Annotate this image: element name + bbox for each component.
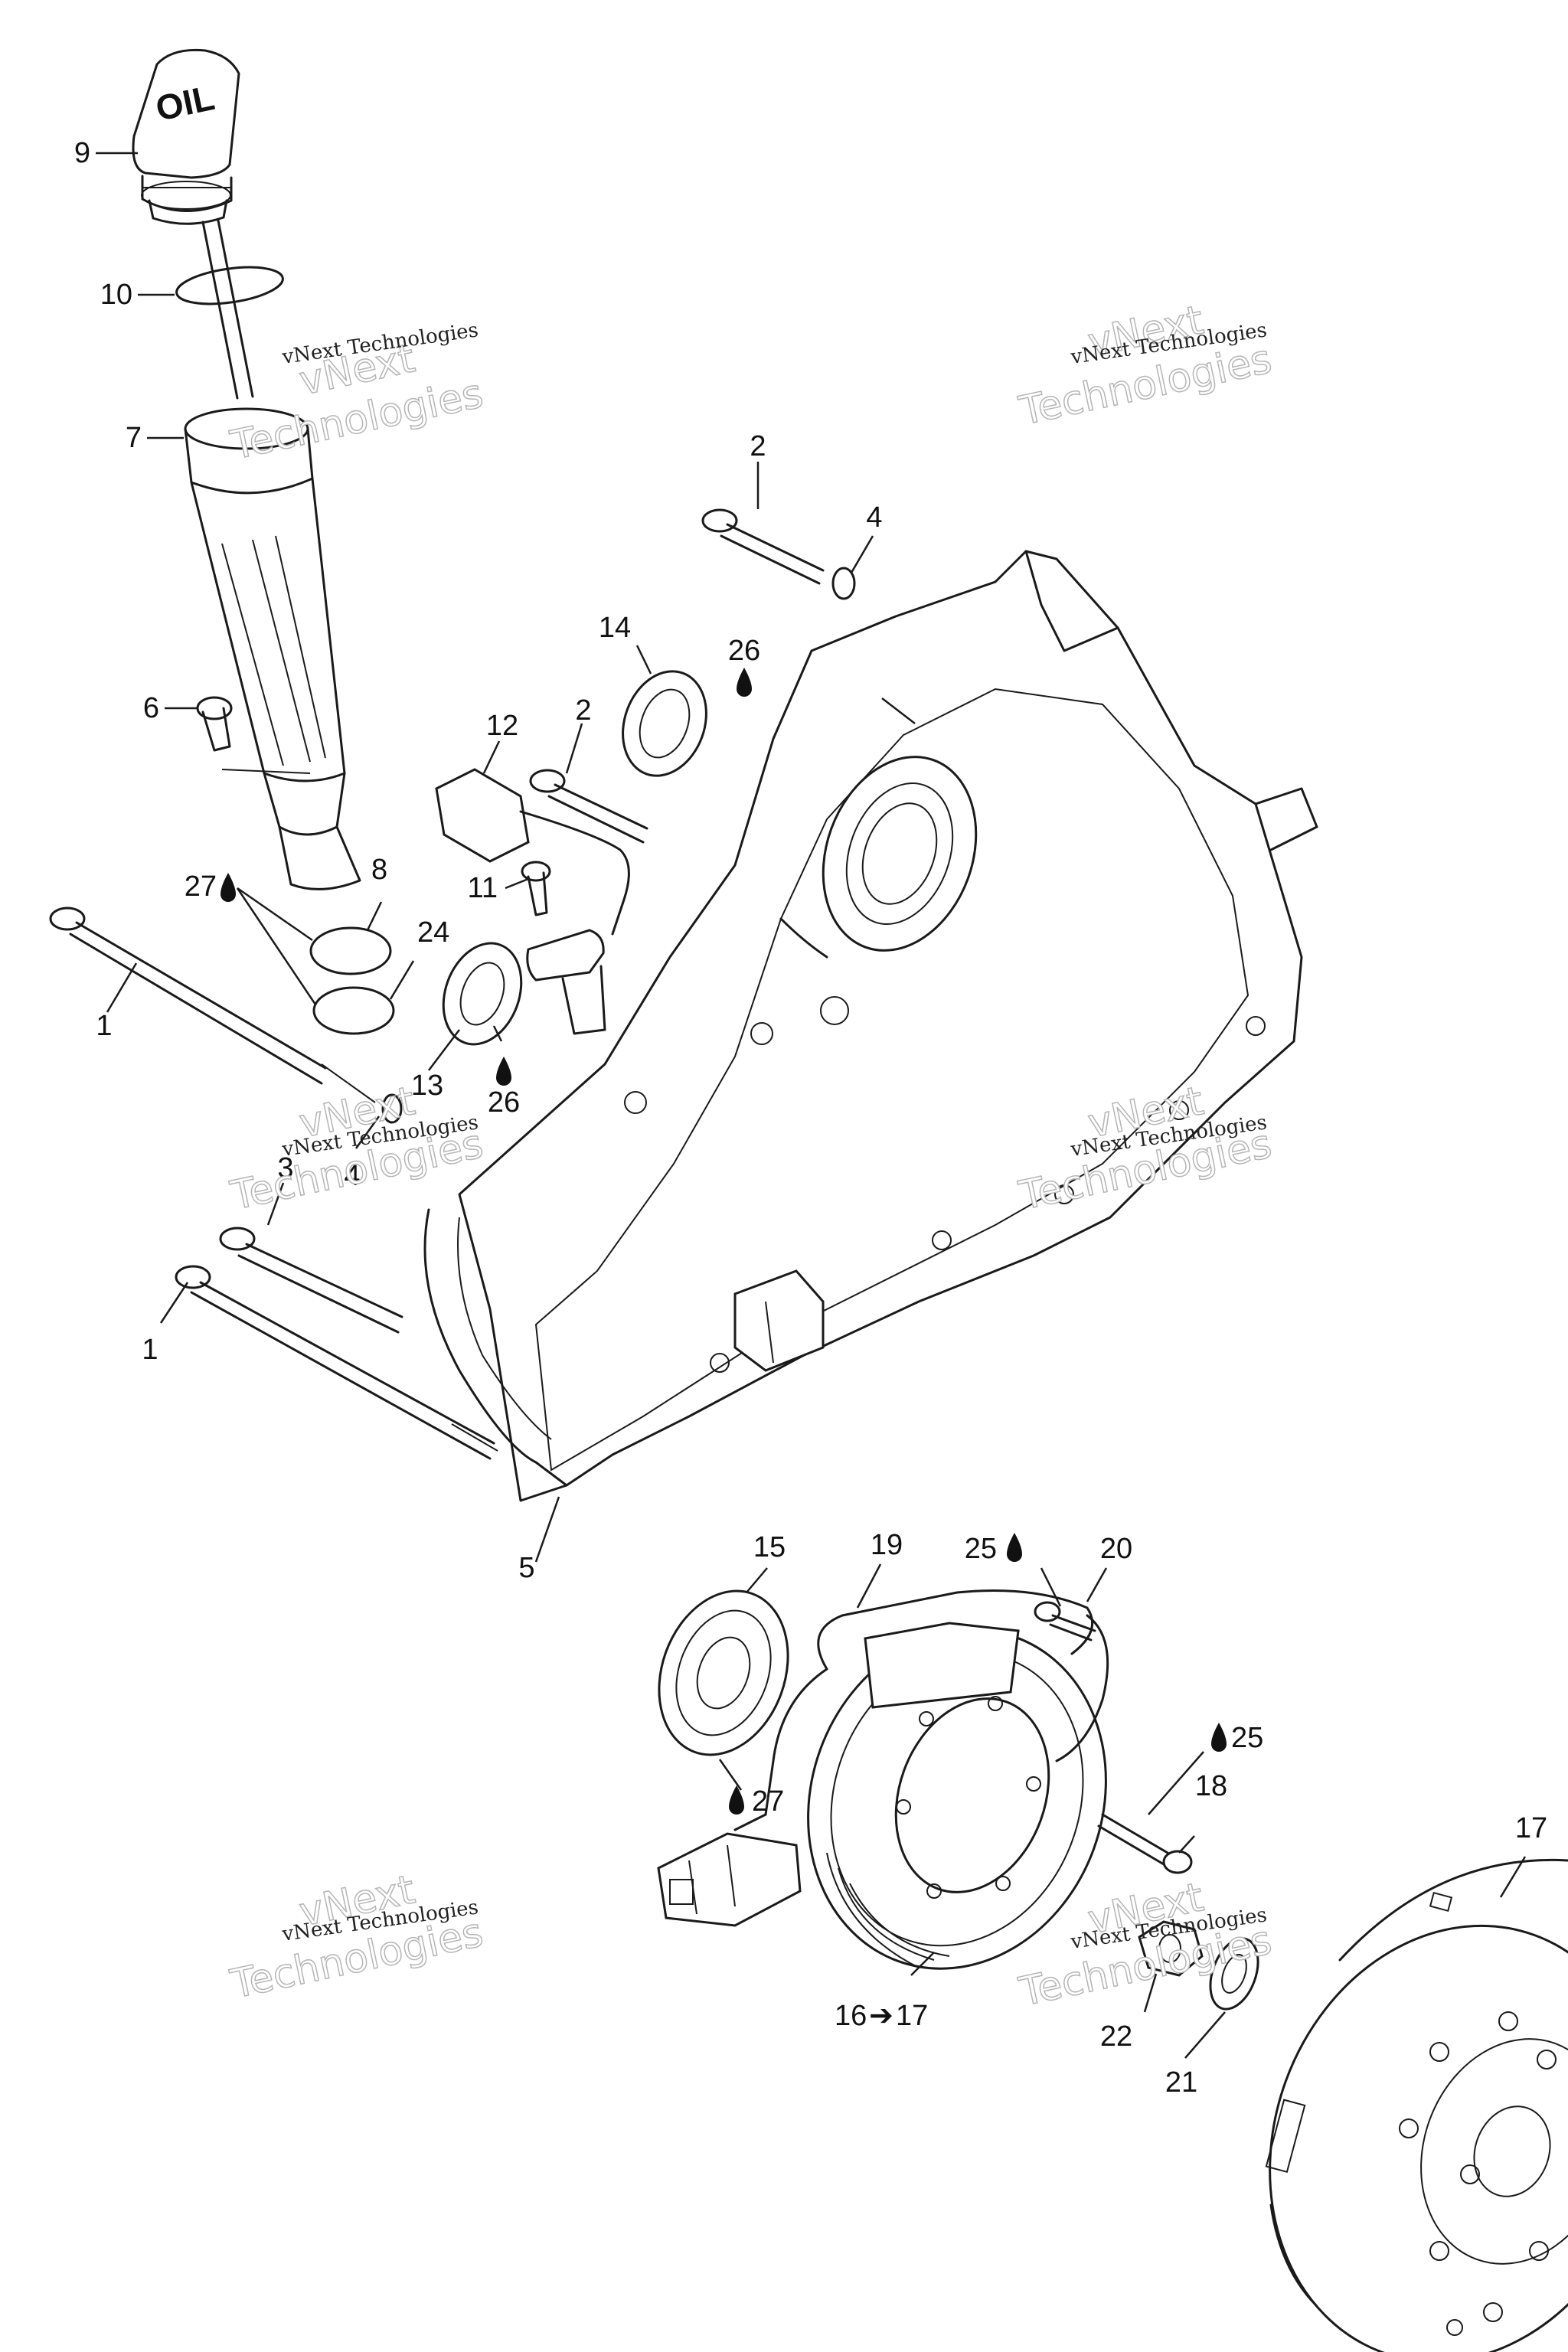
screw-20 — [1034, 1601, 1096, 1642]
right-arrow-icon: ➔ — [869, 2000, 893, 2032]
callout-19: 19 — [871, 1529, 903, 1561]
callout-2a: 2 — [750, 430, 766, 462]
watermark-top-right: vNext Technologies vNext Technologies — [1014, 296, 1276, 435]
callout-9: 9 — [74, 137, 90, 169]
callout-7: 7 — [126, 422, 142, 454]
washer-21 — [1209, 1937, 1259, 2011]
dipstick-rod — [201, 219, 254, 400]
callout-1a: 1 — [96, 1010, 112, 1042]
o-ring-24 — [312, 986, 395, 1035]
callout-27b: 27 — [752, 1785, 784, 1818]
callout-21: 21 — [1165, 2066, 1197, 2099]
oil-drop-icon — [1007, 1533, 1022, 1562]
crankcase-half-5 — [423, 550, 1318, 1502]
nut-22 — [1138, 1920, 1204, 1977]
callout-10: 10 — [100, 279, 132, 311]
ball-bearing-15 — [658, 1589, 789, 1756]
callout-18: 18 — [1195, 1770, 1227, 1802]
oil-seal-14 — [622, 670, 707, 777]
bolt-2-upper — [701, 508, 825, 585]
callout-25a: 25 — [965, 1533, 997, 1565]
oil-drop-icon — [737, 668, 752, 697]
sensor-12 — [435, 768, 630, 936]
callout-13: 13 — [411, 1070, 443, 1102]
sensor-plug — [526, 929, 606, 1035]
callout-4b: 4 — [344, 1160, 360, 1192]
washer-4-lower — [381, 1093, 403, 1124]
stator-16 — [807, 1589, 1107, 1970]
through-bolt-1-upper — [49, 906, 376, 1103]
callout-22: 22 — [1100, 2020, 1132, 2053]
bolt-3 — [219, 1227, 403, 1334]
callout-26a: 26 — [728, 635, 760, 667]
callout-25b: 25 — [1231, 1722, 1263, 1754]
callout-24: 24 — [417, 916, 449, 949]
watermark-mid-left: vNext Technologies vNext Technologies — [226, 1077, 488, 1220]
callout-1b: 1 — [142, 1334, 158, 1366]
callout-12: 12 — [486, 710, 518, 742]
oil-drop-icon — [220, 873, 236, 902]
callout-16-target: 17 — [896, 2000, 928, 2032]
callout-2b: 2 — [575, 694, 591, 727]
callout-6: 6 — [143, 692, 159, 724]
callout-11: 11 — [468, 872, 498, 904]
washer-4-upper — [831, 567, 856, 600]
callout-17: 17 — [1515, 1812, 1547, 1844]
watermark-mid-right: vNext Technologies vNext Technologies — [1014, 1077, 1276, 1220]
bolt-6 — [196, 696, 311, 774]
callout-14: 14 — [599, 612, 631, 644]
callout-3: 3 — [277, 1152, 293, 1184]
callout-4a: 4 — [866, 501, 882, 534]
leader-lines — [96, 152, 1527, 2059]
oil-filler-cap: OIL — [132, 48, 240, 225]
o-ring-10 — [175, 266, 284, 305]
callout-26b: 26 — [488, 1086, 520, 1119]
callout-5: 5 — [518, 1552, 534, 1584]
stator-cable-connector — [657, 1614, 1109, 1927]
callout-20: 20 — [1100, 1533, 1132, 1565]
oil-drop-icon — [729, 1785, 744, 1815]
watermark-top-left: vNext Technologies vNext Technologies — [226, 318, 488, 469]
callout-16: 16 — [835, 2000, 867, 2032]
screw-18 — [1097, 1813, 1193, 1874]
oil-drop-icon — [496, 1057, 511, 1086]
oil-seal-13 — [442, 942, 523, 1046]
callout-15: 15 — [753, 1531, 786, 1563]
callout-8: 8 — [371, 854, 387, 886]
bolt-2-middle — [529, 769, 648, 844]
oil-drop-icon — [1211, 1723, 1227, 1752]
o-ring-8 — [309, 926, 392, 975]
callout-labels: 9 10 7 6 27 8 24 1 2 4 14 26 12 2 11 13 … — [74, 137, 1547, 2099]
callout-27a: 27 — [185, 871, 217, 903]
watermark-bottom-left: vNext Technologies vNext Technologies — [226, 1866, 488, 2008]
bolt-11 — [521, 861, 551, 916]
rotor-17 — [1265, 1858, 1568, 2352]
through-bolt-1-lower — [175, 1265, 498, 1460]
oil-drop-icons — [220, 668, 1227, 1815]
dipstick-tube — [184, 407, 361, 890]
